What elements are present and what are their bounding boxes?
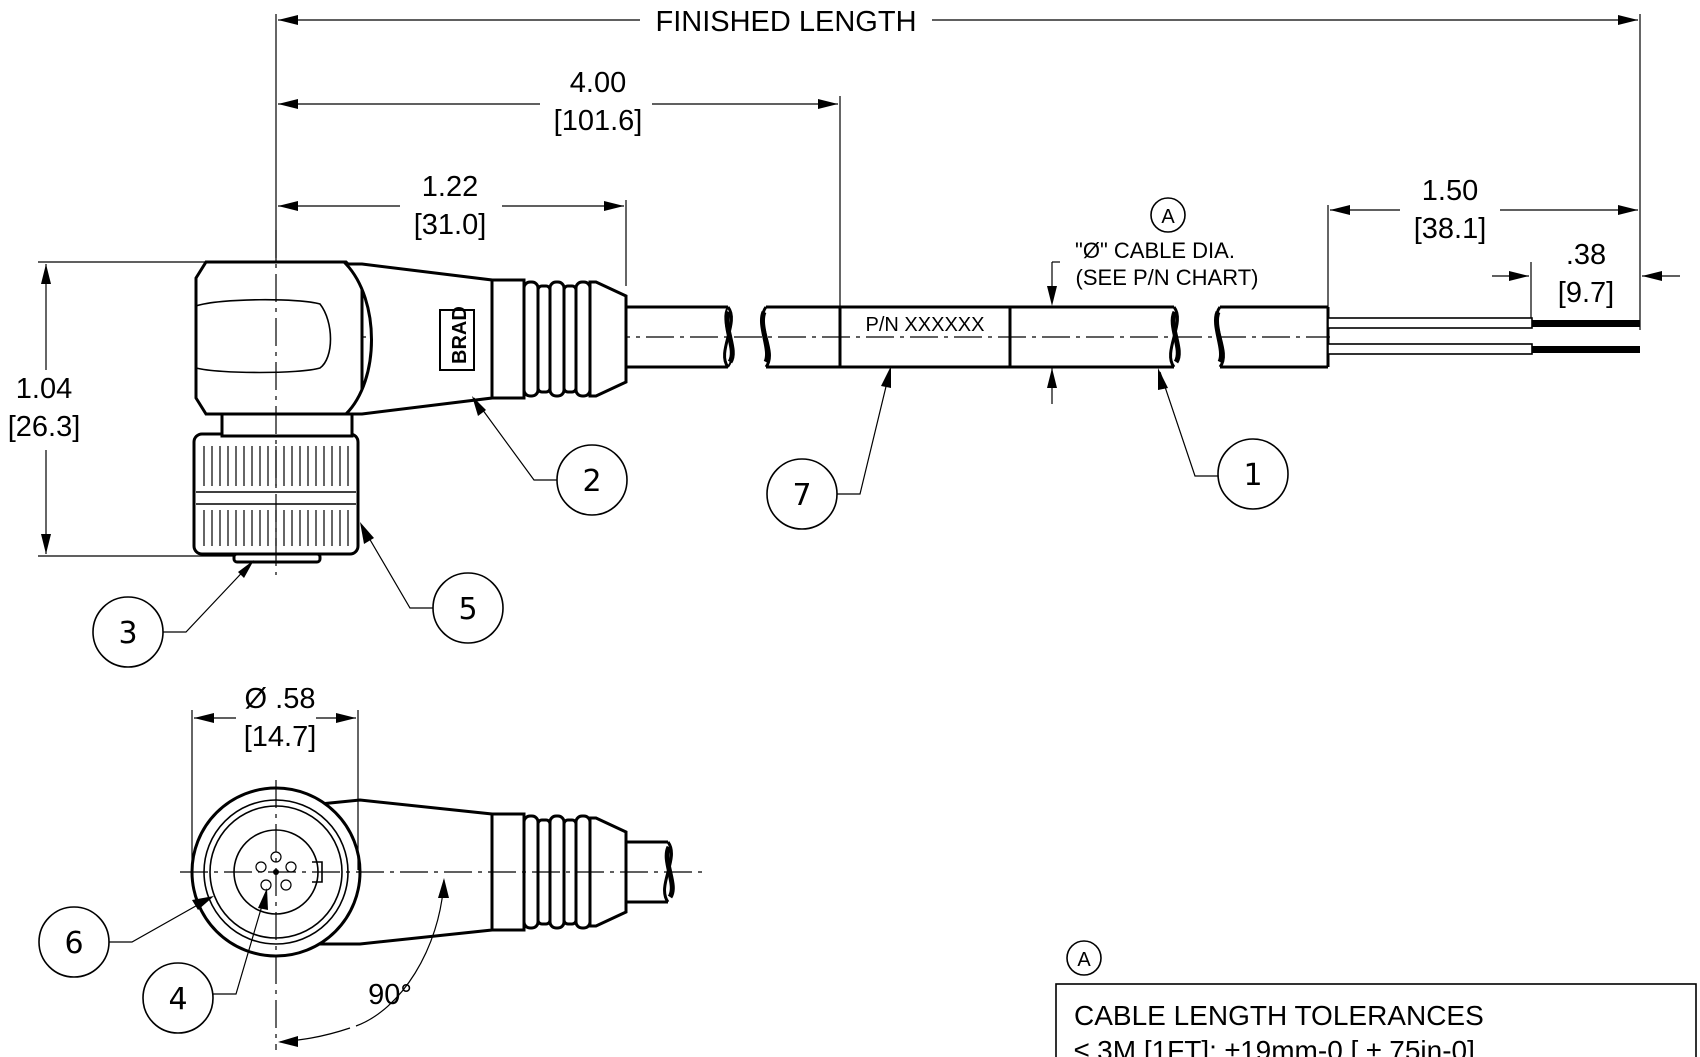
balloon-7: 7 xyxy=(766,366,891,530)
dim-1-04-inch: 1.04 xyxy=(16,373,72,405)
dimension-1-22: 1.22 [31.0] xyxy=(278,171,627,286)
cable-segment-2: P/N XXXXXX xyxy=(760,305,1181,369)
dim-1-50-mm: [38.1] xyxy=(1414,213,1487,245)
dim-0-38-inch: .38 xyxy=(1566,239,1606,271)
balloon-2: 2 xyxy=(472,396,628,516)
dim-4-00-inch: 4.00 xyxy=(570,67,626,99)
balloon-6-label: 6 xyxy=(64,926,83,961)
stripped-wires xyxy=(1327,317,1640,355)
dimension-4-00: 4.00 [101.6] xyxy=(278,67,841,360)
dim-1-22-inch: 1.22 xyxy=(422,171,478,203)
dimension-finished-length: FINISHED LENGTH xyxy=(275,6,1641,560)
note-cable-diameter: A "Ø" CABLE DIA. (SEE P/N CHART) xyxy=(1047,197,1259,404)
dim-1-50-inch: 1.50 xyxy=(1422,175,1478,207)
balloon-4: 4 xyxy=(142,888,268,1034)
balloon-2-label: 2 xyxy=(582,464,601,499)
balloon-7-label: 7 xyxy=(792,478,811,513)
dimension-0-38: .38 [9.7] xyxy=(1492,239,1680,322)
balloon-5-label: 5 xyxy=(458,592,477,627)
dimension-diameter-0-58: Ø .58 [14.7] xyxy=(191,683,359,870)
connector-side-view: BRAD xyxy=(192,260,628,564)
cable-length-tolerance-box: A CABLE LENGTH TOLERANCES ≤ 3M [1FT]: ±1… xyxy=(1055,940,1697,1057)
brad-logo: BRAD xyxy=(449,306,471,364)
dim-4-00-mm: [101.6] xyxy=(554,105,643,137)
finished-length-label: FINISHED LENGTH xyxy=(655,6,916,38)
dim-diameter-mm: [14.7] xyxy=(244,721,317,753)
balloon-5: 5 xyxy=(360,522,504,644)
tolerance-title: CABLE LENGTH TOLERANCES xyxy=(1074,1000,1484,1031)
balloon-3-label: 3 xyxy=(118,616,137,651)
part-number-label: P/N XXXXXX xyxy=(866,314,985,336)
coupling-nut-knurl xyxy=(196,446,356,546)
tolerance-mark: A xyxy=(1077,949,1091,971)
balloon-6: 6 xyxy=(38,896,214,978)
dimension-1-04: 1.04 [26.3] xyxy=(8,261,240,557)
balloon-1: 1 xyxy=(1158,368,1289,510)
cable-dia-line2: (SEE P/N CHART) xyxy=(1076,265,1259,290)
dimension-1-50: 1.50 [38.1] xyxy=(1327,175,1638,310)
connector-end-view xyxy=(180,780,706,1050)
tolerance-line-1: ≤ 3M [1FT]: ±19mm-0 [ ±.75in-0] xyxy=(1074,1035,1475,1057)
cable-segment-3 xyxy=(1214,305,1330,369)
dim-1-22-mm: [31.0] xyxy=(414,209,487,241)
balloon-1-label: 1 xyxy=(1243,458,1262,493)
angle-label: 90° xyxy=(368,979,412,1011)
balloon-4-label: 4 xyxy=(168,982,187,1017)
dim-1-04-mm: [26.3] xyxy=(8,411,81,443)
note-a-mark: A xyxy=(1161,206,1175,228)
cable-dia-line1: "Ø" CABLE DIA. xyxy=(1075,238,1235,263)
dimension-angle-90: 90° xyxy=(278,878,449,1047)
dim-diameter-inch: Ø .58 xyxy=(245,683,316,715)
dim-0-38-mm: [9.7] xyxy=(1558,277,1614,309)
balloon-3: 3 xyxy=(92,560,254,668)
